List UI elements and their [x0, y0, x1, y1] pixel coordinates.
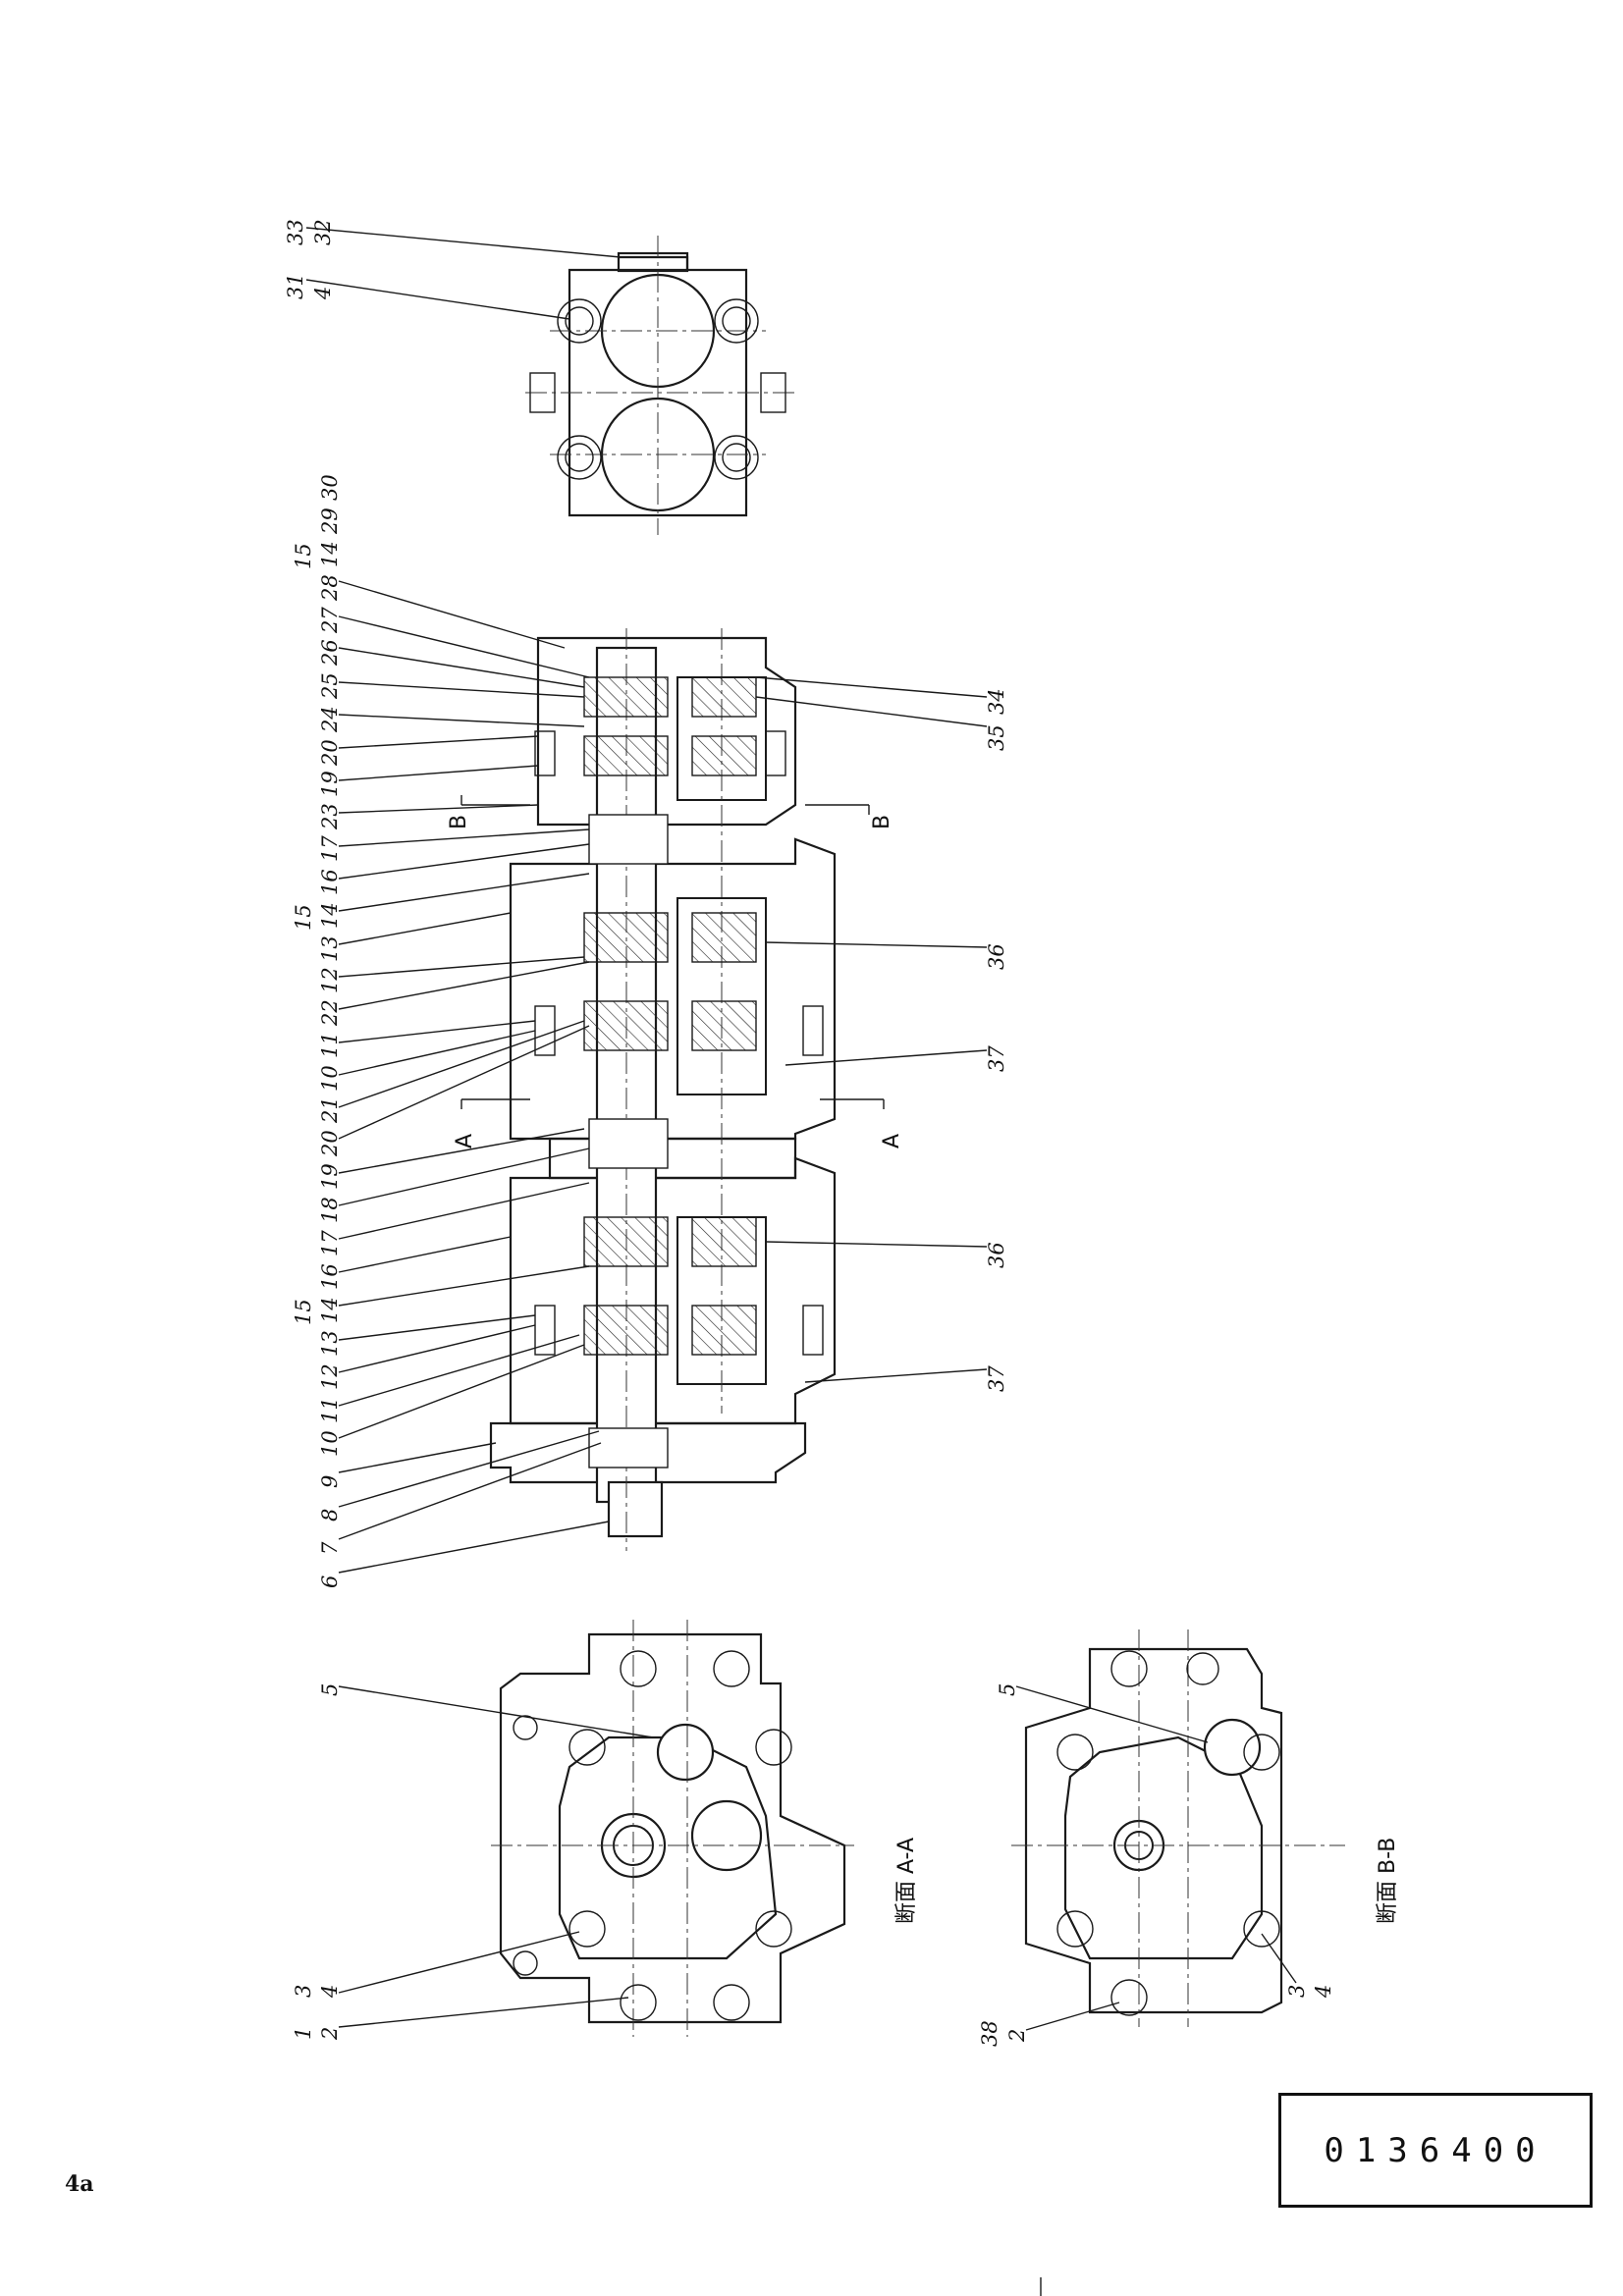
callout-11b: 11	[318, 1032, 342, 1058]
callout-14b: 14	[318, 902, 342, 929]
callout-31: 31	[284, 273, 307, 299]
callout-33: 33	[284, 219, 307, 245]
callout-9: 9	[318, 1475, 342, 1488]
callout-34: 34	[985, 688, 1008, 715]
callout-30: 30	[318, 474, 342, 501]
section-a-a-view	[491, 1620, 854, 2037]
callout-15c: 15	[292, 543, 315, 569]
callout-2-a: 2	[318, 2027, 342, 2041]
callout-3-a: 3	[292, 1985, 315, 1998]
callout-15: 15	[292, 1299, 315, 1325]
callout-3-b: 3	[1285, 1985, 1309, 1998]
callout-29: 29	[318, 507, 342, 535]
callout-22: 22	[318, 999, 342, 1027]
callout-37b: 37	[985, 1045, 1008, 1072]
callout-38-b: 38	[978, 2020, 1001, 2047]
callout-10b: 10	[318, 1065, 342, 1092]
callout-36: 36	[985, 1242, 1008, 1268]
callout-1-a: 1	[292, 2027, 315, 2040]
page-mark: 4a	[65, 2171, 94, 2197]
callout-19b: 19	[318, 771, 342, 797]
callout-13: 13	[318, 1330, 342, 1357]
drawing-number-box: 0136400	[1278, 2093, 1593, 2208]
callout-28: 28	[318, 574, 342, 602]
callout-37: 37	[985, 1365, 1008, 1392]
callout-15b: 15	[292, 904, 315, 931]
callout-5-b: 5	[996, 1683, 1019, 1696]
callout-14c: 14	[318, 541, 342, 567]
callout-5-a: 5	[318, 1683, 342, 1696]
callout-32: 32	[311, 219, 335, 245]
callout-27: 27	[318, 607, 342, 634]
callout-13b: 13	[318, 935, 342, 962]
callout-2-b: 2	[1005, 2029, 1029, 2043]
callout-17: 17	[318, 1230, 342, 1256]
top-end-view	[525, 236, 795, 535]
callout-18: 18	[318, 1197, 342, 1223]
callout-24: 24	[318, 706, 342, 733]
callout-7: 7	[318, 1541, 342, 1555]
drawing-number: 0136400	[1324, 2130, 1547, 2170]
callout-12b: 12	[318, 967, 342, 993]
callout-17b: 17	[318, 835, 342, 862]
section-marker-b-left: B	[447, 815, 471, 829]
callout-14: 14	[318, 1297, 342, 1323]
callout-36b: 36	[985, 943, 1008, 970]
main-section-view	[460, 628, 885, 1551]
callout-35: 35	[985, 724, 1008, 751]
callout-11: 11	[318, 1397, 342, 1423]
callout-25: 25	[318, 672, 342, 700]
callout-16b: 16	[318, 869, 342, 895]
section-a-title: 断面 A-A	[894, 1838, 919, 1924]
callout-6: 6	[318, 1575, 342, 1588]
callout-4-b: 4	[1312, 1985, 1335, 1999]
leader-lines	[305, 227, 1297, 2031]
callout-8: 8	[318, 1509, 342, 1522]
section-b-b-view	[1011, 1629, 1345, 2027]
section-marker-a-left: A	[453, 1134, 477, 1148]
callout-23: 23	[318, 803, 342, 830]
callout-21: 21	[318, 1096, 342, 1124]
callout-20b: 20	[318, 739, 342, 767]
callout-19: 19	[318, 1163, 342, 1190]
callout-12: 12	[318, 1363, 342, 1390]
callout-4-top: 4	[311, 287, 335, 300]
section-b-title: 断面 B-B	[1376, 1838, 1400, 1924]
callout-10: 10	[318, 1430, 342, 1457]
section-marker-a-right: A	[880, 1134, 904, 1148]
callout-26: 26	[318, 639, 342, 667]
callout-4-a: 4	[318, 1985, 342, 1999]
section-marker-b-right: B	[870, 815, 894, 829]
callout-16: 16	[318, 1263, 342, 1290]
callout-20: 20	[318, 1130, 342, 1157]
